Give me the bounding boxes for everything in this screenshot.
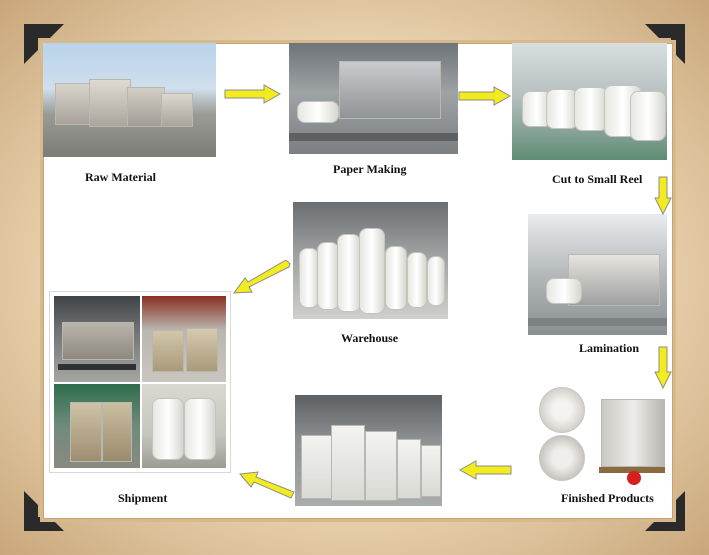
arrow-raw-to-paper-making bbox=[224, 84, 282, 104]
label-shipment: Shipment bbox=[118, 491, 168, 505]
arrow-lamination-to-finished bbox=[654, 346, 672, 390]
paper-making-photo bbox=[289, 43, 458, 154]
shipment-photo-reels-in-container bbox=[142, 384, 226, 468]
label-cut-to-small-reel: Cut to Small Reel bbox=[552, 172, 643, 186]
label-raw-material: Raw Material bbox=[85, 170, 156, 184]
arrow-finished-to-stock bbox=[458, 460, 512, 480]
arrow-paper-making-to-cut bbox=[458, 86, 512, 106]
arrow-warehouse-to-shipment bbox=[232, 260, 291, 294]
shipment-photo-container-boxes bbox=[142, 296, 226, 382]
label-paper-making: Paper Making bbox=[333, 162, 407, 176]
corner-bracket-top-left bbox=[22, 22, 66, 66]
packed-stock-photo bbox=[295, 395, 442, 506]
label-finished-products: Finished Products bbox=[561, 491, 654, 505]
shipment-collage bbox=[49, 291, 231, 473]
shipment-photo-loaded-container bbox=[54, 384, 140, 468]
label-lamination: Lamination bbox=[579, 341, 640, 355]
shipment-photo-truck bbox=[54, 296, 140, 382]
raw-material-photo bbox=[43, 43, 216, 157]
label-warehouse: Warehouse bbox=[341, 331, 399, 345]
arrow-stock-to-shipment bbox=[239, 471, 295, 499]
lamination-photo bbox=[528, 214, 667, 335]
finished-products-photo bbox=[535, 387, 667, 485]
badge-icon bbox=[627, 471, 641, 485]
cut-to-small-reel-photo bbox=[512, 43, 667, 160]
warehouse-photo bbox=[293, 202, 448, 319]
arrow-cut-to-lamination bbox=[654, 176, 672, 216]
